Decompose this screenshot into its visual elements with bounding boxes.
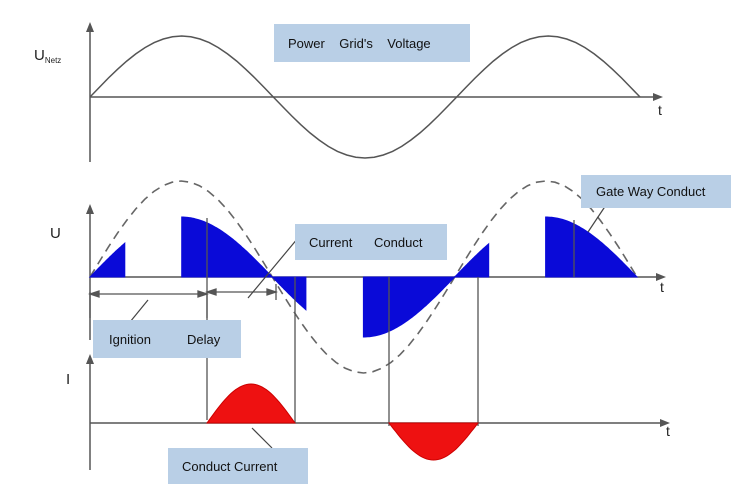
load-voltage-segment-4 xyxy=(362,276,456,338)
mid-time-axis-arrow xyxy=(656,273,666,281)
grid-voltage-panel: UNetz t xyxy=(34,22,663,162)
mid-time-label: t xyxy=(660,279,664,295)
bottom-time-label: t xyxy=(666,423,670,439)
ignition-delay-markers xyxy=(87,284,279,318)
top-y-label: UNetz xyxy=(34,47,61,65)
leader-conduct-current xyxy=(251,427,273,449)
conduct-current-callout: Conduct Current xyxy=(168,448,308,484)
load-voltage-panel: U t xyxy=(50,180,666,426)
current-pulse-positive xyxy=(206,383,296,424)
bottom-y-label: I xyxy=(66,371,70,388)
leader-ignition-delay xyxy=(129,299,149,323)
load-voltage-segment-5 xyxy=(453,242,490,278)
current-conduct-callout: Current Conduct xyxy=(295,224,447,260)
mid-y-axis-arrow xyxy=(86,204,94,214)
grid-voltage-sine xyxy=(89,35,641,159)
load-voltage-segment-3 xyxy=(271,276,307,311)
load-voltage-segment-1 xyxy=(88,242,126,278)
current-pulse-negative xyxy=(387,422,480,461)
bottom-y-axis-arrow xyxy=(86,354,94,364)
leader-gate-way-conduct xyxy=(587,204,607,233)
load-voltage-segment-6 xyxy=(545,216,639,278)
bottom-time-axis-arrow xyxy=(660,419,670,427)
leader-current-conduct xyxy=(247,237,299,299)
mid-y-label: U xyxy=(50,225,61,242)
gate-way-conduct-callout: Gate Way Conduct xyxy=(581,175,731,208)
top-y-axis-arrow xyxy=(86,22,94,32)
top-time-axis-arrow xyxy=(653,93,663,101)
ignition-delay-callout: Ignition Delay xyxy=(93,320,241,358)
load-voltage-segment-2 xyxy=(181,216,274,278)
callout-leader-lines xyxy=(129,204,607,449)
top-time-label: t xyxy=(658,102,662,118)
uncontrolled-voltage-dashed xyxy=(89,180,638,374)
load-current-panel: I t xyxy=(66,354,670,470)
power-grid-voltage-callout: Power Grid's Voltage xyxy=(274,24,470,62)
